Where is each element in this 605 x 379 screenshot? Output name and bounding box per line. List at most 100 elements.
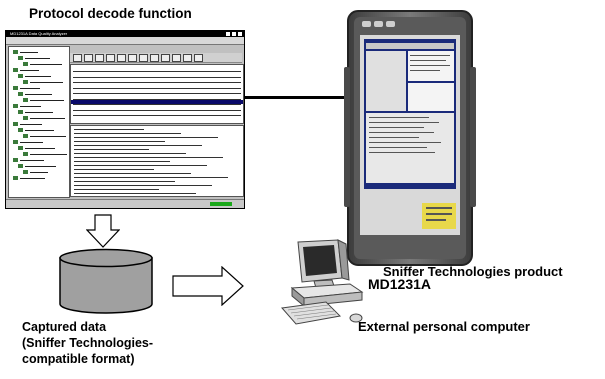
toolbar-icon: [183, 54, 192, 62]
toolbar-icon: [161, 54, 170, 62]
tree-row: [30, 136, 66, 137]
toolbar-icon: [139, 54, 148, 62]
external-pc-label: External personal computer: [358, 319, 530, 334]
detail-row: [74, 193, 196, 194]
tree-node-icon: [18, 110, 23, 114]
tree-node-icon: [23, 116, 28, 120]
tree-node-icon: [18, 92, 23, 96]
tree-node-icon: [18, 128, 23, 132]
tree-node-icon: [18, 146, 23, 150]
detail-row: [74, 181, 175, 182]
detail-row: [74, 141, 165, 142]
device-button: [386, 21, 395, 27]
toolbar-icon: [84, 54, 93, 62]
maximize-icon: [232, 32, 236, 36]
tree-node-icon: [13, 86, 18, 90]
toolbar-icon: [73, 54, 82, 62]
toolbar-icon: [117, 54, 126, 62]
down-arrow: [86, 214, 120, 248]
capture-tree-pane: [8, 46, 70, 198]
captured-data-line-1: Captured data: [22, 320, 107, 334]
device-button: [362, 21, 371, 27]
tree-row: [30, 118, 65, 119]
detail-row: [74, 185, 212, 186]
window-title: MD1231A Data Quality Analyzer: [10, 31, 68, 36]
tree-row: [30, 64, 62, 65]
packet-row: [73, 98, 241, 100]
tree-row: [30, 154, 67, 155]
tree-node-icon: [13, 68, 18, 72]
tree-row: [25, 130, 54, 131]
detail-row: [74, 189, 159, 190]
tree-row: [25, 112, 53, 113]
captured-data-label: Captured data (Sniffer Technologies- com…: [22, 319, 222, 367]
tree-row: [30, 82, 63, 83]
detail-row: [74, 133, 181, 134]
tree-row: [20, 178, 45, 179]
packet-row: [73, 82, 241, 83]
tree-row: [25, 94, 52, 95]
packet-row: [73, 76, 241, 78]
toolbar-icon: [194, 54, 203, 62]
captured-data-line-3: compatible format): [22, 352, 135, 366]
tree-node-icon: [23, 152, 28, 156]
tree-node-icon: [18, 74, 23, 78]
toolbar-icon: [172, 54, 181, 62]
connection-line: [245, 96, 350, 99]
device-button: [374, 21, 383, 27]
tree-row: [30, 100, 64, 101]
device-model-label: MD1231A: [368, 276, 432, 292]
tree-node-icon: [23, 98, 28, 102]
status-indicator: [210, 202, 232, 206]
tree-node-icon: [23, 62, 28, 66]
toolbar-icon: [106, 54, 115, 62]
tree-row: [20, 52, 38, 53]
protocol-analyzer-window: MD1231A Data Quality Analyzer: [5, 30, 245, 209]
tree-row: [20, 142, 43, 143]
toolbar-icon: [128, 54, 137, 62]
tree-row: [20, 106, 41, 107]
selected-packet-row: [71, 100, 243, 104]
md1231a-device-image: [344, 10, 476, 266]
tree-row: [25, 148, 55, 149]
packet-row: [73, 115, 241, 116]
tree-row: [20, 88, 40, 89]
detail-row: [74, 165, 207, 166]
tree-node-icon: [23, 134, 28, 138]
packet-detail-pane: [70, 125, 244, 197]
packet-row: [73, 104, 241, 105]
detail-row: [74, 149, 149, 150]
tree-row: [30, 172, 48, 173]
packet-summary-pane: [70, 64, 244, 124]
detail-row: [74, 157, 223, 158]
tree-row: [25, 58, 50, 59]
packet-row: [73, 71, 241, 72]
status-bar: [6, 199, 244, 208]
tree-node-icon: [23, 170, 28, 174]
tree-row: [20, 124, 42, 125]
detail-row: [74, 129, 144, 130]
tree-row: [25, 76, 51, 77]
database-cylinder-icon: [59, 248, 153, 314]
tree-row: [20, 70, 39, 71]
packet-row: [73, 87, 241, 89]
detail-row: [74, 161, 170, 162]
tree-node-icon: [23, 80, 28, 84]
toolbar-icon: [150, 54, 159, 62]
menu-bar: [6, 37, 244, 45]
right-arrow: [172, 266, 244, 306]
tree-node-icon: [13, 140, 18, 144]
tree-node-icon: [13, 50, 18, 54]
detail-row: [74, 137, 218, 138]
toolbar-icon: [95, 54, 104, 62]
packet-row: [73, 93, 241, 94]
tree-node-icon: [13, 122, 18, 126]
tree-node-icon: [13, 176, 18, 180]
detail-row: [74, 177, 228, 178]
decode-toolbar: [70, 53, 242, 63]
packet-row: [73, 109, 241, 111]
sniffer-product-label: Sniffer Technologies product: [383, 264, 563, 279]
detail-row: [74, 173, 191, 174]
tree-node-icon: [13, 158, 18, 162]
window-titlebar: MD1231A Data Quality Analyzer: [6, 31, 244, 37]
